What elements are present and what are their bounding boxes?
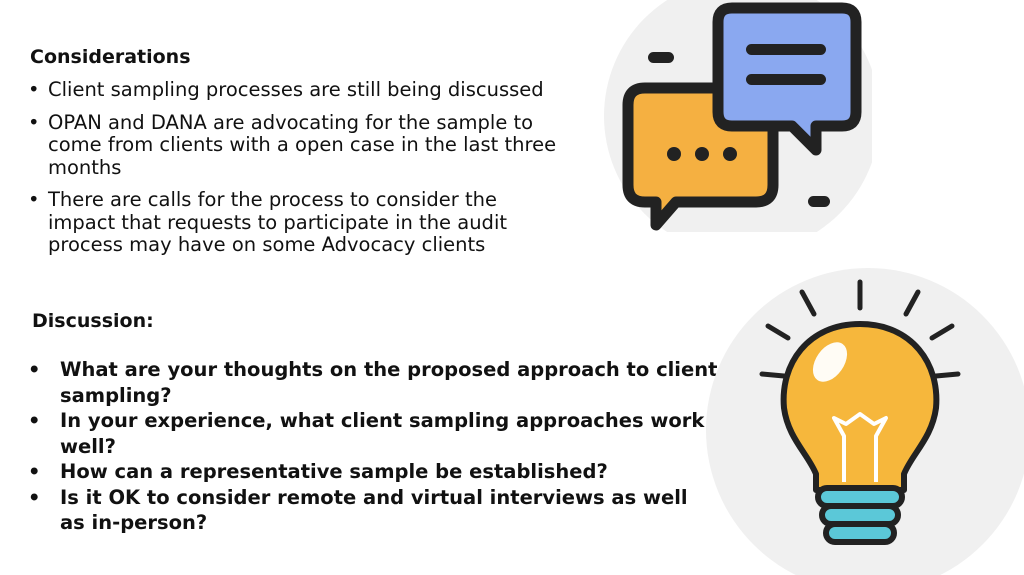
discussion-list: • What are your thoughts on the proposed… (28, 357, 718, 536)
chat-bubbles-icon (604, 0, 872, 232)
bullet: • (28, 188, 40, 211)
list-item: • What are your thoughts on the proposed… (28, 357, 718, 408)
list-item: • OPAN and DANA are advocating for the s… (28, 110, 568, 180)
list-item: • There are calls for the process to con… (28, 188, 568, 257)
bullet: • (28, 409, 41, 432)
bullet: • (28, 358, 41, 381)
bullet: • (28, 78, 40, 101)
blue-speech-bubble (712, 2, 862, 156)
light-rays (759, 279, 961, 379)
list-item-text: There are calls for the process to consi… (48, 188, 508, 256)
list-item: • How can a representative sample be est… (28, 459, 718, 485)
bullet: • (28, 110, 40, 134)
list-item: • Is it OK to consider remote and virtua… (28, 485, 718, 536)
list-item-text: OPAN and DANA are advocating for the sam… (48, 110, 557, 179)
lightbulb-icon (706, 268, 1024, 575)
discussion-heading: Discussion: (32, 310, 154, 332)
bulb-highlight (812, 342, 848, 382)
list-item-text: In your experience, what client sampling… (60, 409, 705, 458)
list-item: • Client sampling processes are still be… (28, 78, 568, 102)
considerations-list: • Client sampling processes are still be… (28, 78, 568, 267)
bulb-filament (832, 412, 888, 482)
bullet: • (28, 485, 41, 509)
list-item-text: Client sampling processes are still bein… (48, 78, 544, 101)
list-item: • In your experience, what client sampli… (28, 408, 718, 459)
considerations-heading: Considerations (30, 46, 191, 68)
list-item-text: What are your thoughts on the proposed a… (60, 358, 718, 407)
list-item-text: How can a representative sample be estab… (60, 460, 608, 483)
bullet: • (28, 460, 41, 483)
list-item-text: Is it OK to consider remote and virtual … (60, 485, 688, 535)
bulb-base (815, 485, 905, 545)
